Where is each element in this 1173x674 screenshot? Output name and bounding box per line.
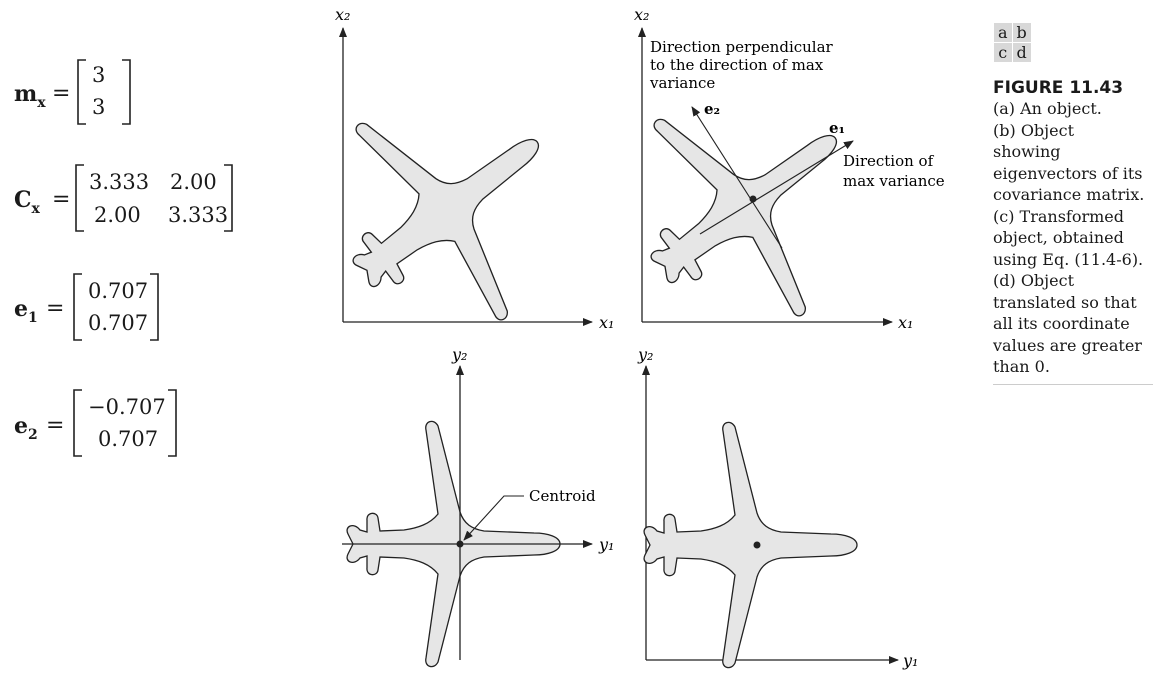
equals-sign: = [46,296,65,321]
eq-label-e2: e2 [14,413,38,443]
panel-letter: d [1011,42,1032,63]
panel-c: Centroid y₂ y₁ [342,345,614,668]
equals-sign: = [46,413,65,438]
axis-label-y: x₂ [335,5,350,24]
eq-label-e1: e1 [14,296,38,326]
panel-d: y₂ y₁ [637,345,918,670]
matrix-cell: 0.707 [88,279,149,303]
figure-diagrams: x₂ x₁ x₂ x₁ Direction perpendicular to t… [288,5,945,670]
matrix-cell: −0.707 [88,395,166,419]
figure-caption: FIGURE 11.43 (a) An object. (b) Object s… [993,78,1163,385]
label-centroid: Centroid [529,487,596,505]
axis-label-x: y₁ [902,651,918,670]
matrix-cell: 3 [92,95,106,119]
matrix-cell: 3.333 [168,203,229,227]
annotation-perp-line3: variance [649,74,715,92]
centroid-dot [749,195,757,203]
panel-a: x₂ x₁ [288,5,614,372]
axis-label-x: x₁ [898,313,913,332]
axis-label-x: y₁ [598,535,614,554]
eigenvector-e1 [699,140,854,235]
matrix-brackets [73,389,177,457]
caption-line: eigenvectors of its [993,163,1143,183]
annotation-perp-line2: to the direction of max [650,56,824,74]
annotation-maxvar-line2: max variance [843,172,945,190]
axis-label-y: y₂ [637,345,653,364]
caption-line: showing [993,142,1061,161]
panel-letter-grid: a b c d [993,22,1032,63]
caption-rule [993,383,1153,385]
annotation-maxvar-line1: Direction of [843,152,935,170]
axis-label-y: y₂ [451,345,467,364]
panel-letter: a [993,22,1013,43]
centroid-leader [463,495,524,541]
object-plane [643,421,858,669]
caption-line: (d) Object [993,271,1074,290]
caption-line: all its coordinate [993,314,1130,333]
caption-title: FIGURE 11.43 [993,78,1124,98]
caption-line: object, obtained [993,228,1124,247]
label-e1: e₁ [829,119,845,137]
caption-line: (b) Object [993,120,1074,140]
matrix-cell: 0.707 [88,311,149,335]
matrix-cell: 3.333 [89,170,150,194]
matrix-cell: 2.00 [170,170,217,194]
panel-letter: c [993,42,1013,63]
centroid-dot [753,541,761,549]
matrix-cell: 2.00 [94,203,141,227]
eq-label-mx: mx [14,81,46,111]
eq-label-cx: Cx [14,187,40,217]
object-plane [586,40,909,368]
panel-b: x₂ x₁ Direction perpendicular to the dir… [586,5,945,368]
eigenvector-e2 [691,106,783,249]
centroid-dot [456,540,464,548]
caption-line: translated so that [993,292,1137,312]
matrix-cell: 3 [92,63,106,87]
caption-line: covariance matrix. [993,185,1145,204]
caption-line: values are greater [993,335,1142,355]
label-e2: e₂ [704,100,720,118]
caption-line: (c) Transformed [993,206,1124,226]
panel-letter: b [1011,22,1032,43]
axis-label-x: x₁ [599,313,614,332]
matrix-cell: 0.707 [98,427,159,451]
equals-sign: = [52,187,71,212]
matrix-brackets [73,273,159,341]
caption-line: than 0. [993,357,1050,376]
caption-line: (a) An object. [993,99,1102,118]
annotation-perp-line1: Direction perpendicular [650,38,834,56]
matrix-brackets [75,164,233,232]
matrix-brackets [77,59,131,125]
axis-label-y: x₂ [634,5,649,24]
caption-line: using Eq. (11.4-6). [993,249,1144,269]
equals-sign: = [52,81,71,106]
